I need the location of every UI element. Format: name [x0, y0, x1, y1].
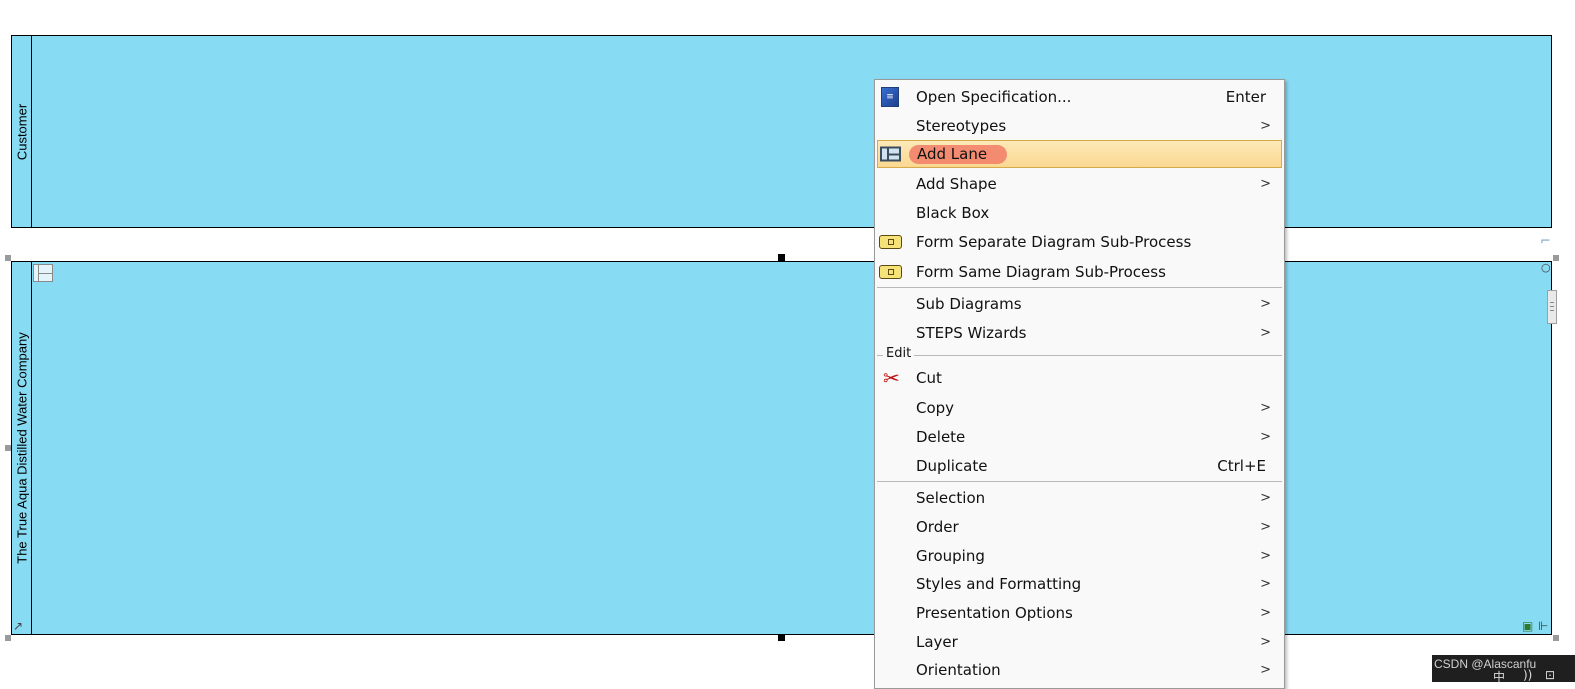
zoom-icon[interactable]: ○: [1541, 261, 1551, 274]
sub-process-icon: [879, 265, 902, 279]
menu-item-form-same-sub-process[interactable]: Form Same Diagram Sub-Process: [875, 258, 1284, 286]
selection-handle-top-left[interactable]: [5, 255, 11, 261]
tree-icon[interactable]: ⊩: [1538, 619, 1549, 633]
selection-handle-bottom[interactable]: [778, 634, 785, 641]
menu-item-stereotypes[interactable]: Stereotypes >: [875, 112, 1284, 140]
edit-section-label: Edit: [883, 346, 915, 361]
connector-icon[interactable]: ⌐: [1540, 234, 1551, 249]
pool-header-customer[interactable]: Customer: [12, 36, 32, 227]
specification-icon: ≡: [881, 87, 899, 107]
menu-separator: [877, 287, 1282, 288]
menu-label: Open Specification...: [916, 88, 1072, 106]
submenu-arrow-icon: >: [1260, 490, 1271, 506]
add-lane-shortcut-icon[interactable]: [33, 264, 53, 282]
menu-item-cut[interactable]: ✂ Cut: [875, 364, 1284, 392]
menu-item-selection[interactable]: Selection >: [875, 484, 1284, 512]
menu-label: Add Shape: [916, 175, 997, 193]
menu-label: Orientation: [916, 661, 1001, 679]
submenu-arrow-icon: >: [1260, 296, 1271, 312]
menu-separator-edit: [877, 355, 1282, 356]
scissors-icon: ✂: [883, 366, 900, 390]
menu-item-order[interactable]: Order >: [875, 513, 1284, 541]
pool-label-company: The True Aqua Distilled Water Company: [14, 332, 29, 564]
menu-item-duplicate[interactable]: Duplicate Ctrl+E: [875, 452, 1284, 480]
menu-label: Copy: [916, 399, 955, 417]
selection-handle-bottom-right[interactable]: [1553, 635, 1559, 641]
menu-label: Cut: [916, 369, 942, 387]
menu-label: Duplicate: [916, 457, 988, 475]
menu-item-steps-wizards[interactable]: STEPS Wizards >: [875, 319, 1284, 347]
menu-label: Order: [916, 518, 959, 536]
menu-item-black-box[interactable]: Black Box: [875, 199, 1284, 227]
submenu-arrow-icon: >: [1260, 176, 1271, 192]
menu-item-styles-and-formatting[interactable]: Styles and Formatting >: [875, 570, 1284, 598]
submenu-arrow-icon: >: [1260, 605, 1271, 621]
resize-arrow-icon[interactable]: ↗: [13, 619, 24, 633]
submenu-arrow-icon: >: [1260, 429, 1271, 445]
watermark-text: CSDN @Alascanfu: [1434, 657, 1537, 671]
selection-handle-bottom-left[interactable]: [5, 635, 11, 641]
menu-item-delete[interactable]: Delete >: [875, 423, 1284, 451]
context-menu: ≡ Open Specification... Enter Stereotype…: [874, 79, 1285, 689]
menu-item-copy[interactable]: Copy >: [875, 394, 1284, 422]
menu-label: Form Separate Diagram Sub-Process: [916, 233, 1192, 251]
menu-label: Stereotypes: [916, 117, 1007, 135]
pool-customer[interactable]: Customer: [11, 35, 1552, 228]
menu-label: Grouping: [916, 547, 985, 565]
submenu-arrow-icon: >: [1260, 400, 1271, 416]
menu-label: Form Same Diagram Sub-Process: [916, 263, 1166, 281]
selection-handle-top[interactable]: [778, 254, 785, 261]
submenu-arrow-icon: >: [1260, 118, 1271, 134]
taskbar-strip: [1432, 655, 1575, 682]
menu-item-add-shape[interactable]: Add Shape >: [875, 170, 1284, 198]
submenu-arrow-icon: >: [1260, 548, 1271, 564]
menu-shortcut: Ctrl+E: [1217, 457, 1266, 475]
volume-icon[interactable]: )): [1523, 668, 1533, 682]
menu-label: Styles and Formatting: [916, 575, 1082, 593]
submenu-arrow-icon: >: [1260, 634, 1271, 650]
lane-icon: [880, 146, 901, 162]
submenu-arrow-icon: >: [1260, 519, 1271, 535]
pool-header-company[interactable]: The True Aqua Distilled Water Company: [12, 262, 32, 634]
menu-label: STEPS Wizards: [916, 324, 1027, 342]
highlight-annotation: [909, 145, 1007, 164]
scroll-grip-line: [1550, 310, 1554, 311]
menu-item-form-separate-sub-process[interactable]: Form Separate Diagram Sub-Process: [875, 228, 1284, 256]
menu-separator: [877, 481, 1282, 482]
submenu-arrow-icon: >: [1260, 325, 1271, 341]
menu-item-sub-diagrams[interactable]: Sub Diagrams >: [875, 290, 1284, 318]
scroll-grip-line: [1550, 306, 1554, 307]
selection-handle-left[interactable]: [5, 445, 11, 451]
menu-item-open-specification[interactable]: ≡ Open Specification... Enter: [875, 83, 1284, 111]
sub-diagram-icon[interactable]: ▣: [1522, 619, 1534, 633]
sub-process-icon: [879, 235, 902, 249]
ime-indicator[interactable]: 中: [1493, 670, 1506, 684]
menu-label: Add Lane: [917, 145, 988, 163]
pool-company[interactable]: The True Aqua Distilled Water Company: [11, 261, 1552, 635]
menu-label: Delete: [916, 428, 966, 446]
menu-label: Layer: [916, 633, 958, 651]
menu-label: Selection: [916, 489, 986, 507]
scroll-grip-line: [1550, 302, 1554, 303]
network-icon[interactable]: ⊡: [1545, 668, 1556, 682]
menu-shortcut: Enter: [1225, 88, 1266, 106]
menu-item-grouping[interactable]: Grouping >: [875, 542, 1284, 570]
menu-item-presentation-options[interactable]: Presentation Options >: [875, 599, 1284, 627]
menu-label: Sub Diagrams: [916, 295, 1022, 313]
submenu-arrow-icon: >: [1260, 662, 1271, 678]
menu-item-add-lane[interactable]: Add Lane: [877, 140, 1282, 168]
scrollbar-thumb[interactable]: [1547, 290, 1557, 324]
submenu-arrow-icon: >: [1260, 576, 1271, 592]
menu-label: Black Box: [916, 204, 990, 222]
pool-label-customer: Customer: [14, 103, 29, 160]
menu-item-layer[interactable]: Layer >: [875, 628, 1284, 656]
menu-label: Presentation Options: [916, 604, 1073, 622]
menu-item-orientation[interactable]: Orientation >: [875, 656, 1284, 684]
selection-handle-top-right[interactable]: [1553, 255, 1559, 261]
